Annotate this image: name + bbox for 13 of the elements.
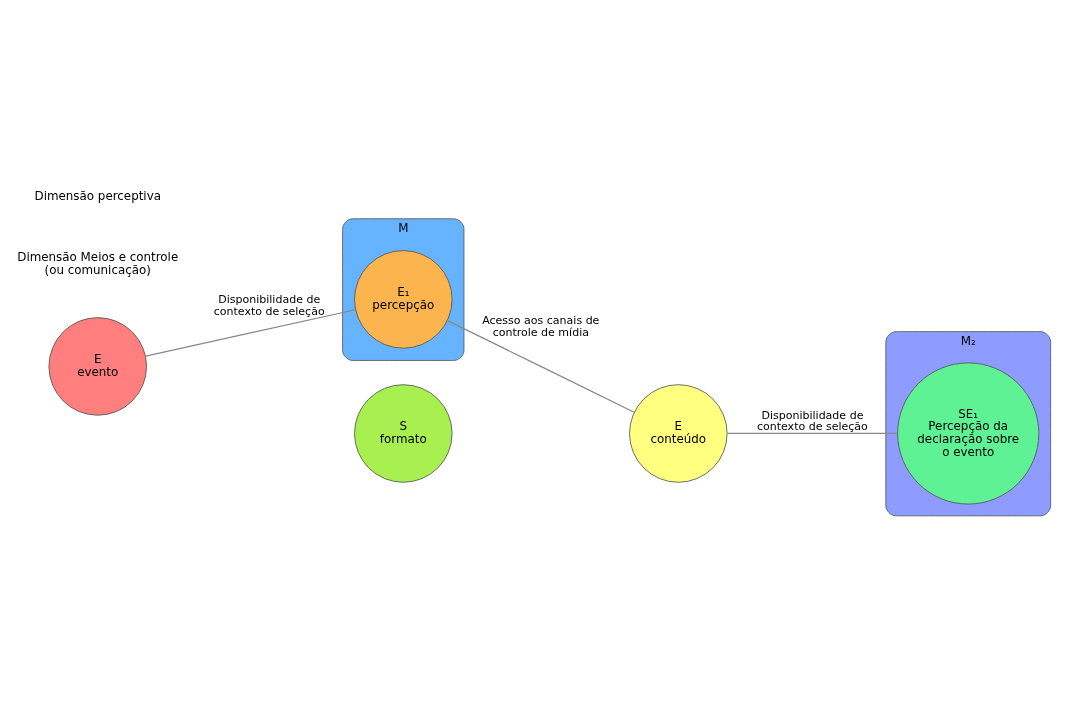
- node-circle: E evento: [48, 317, 147, 416]
- node-circle: S formato: [354, 384, 453, 483]
- connector: [726, 432, 899, 435]
- label: Dimensão perceptiva: [34, 188, 161, 203]
- node-circle: SE₁ Percepção da declaração sobre o evento: [897, 362, 1040, 505]
- node-circle: E conteúdo: [629, 384, 728, 483]
- edge-label: Disponibilidade de contexto de seleção: [756, 408, 868, 434]
- edge-label: Acesso aos canais de controle de mídia: [482, 314, 600, 340]
- edge-label: Disponibilidade de contexto de seleção: [213, 293, 325, 318]
- connector: [145, 309, 357, 357]
- connector: [446, 320, 635, 413]
- label: Dimensão Meios e controle (ou comunicação): [17, 250, 179, 278]
- node-circle: E₁ percepção: [354, 250, 453, 349]
